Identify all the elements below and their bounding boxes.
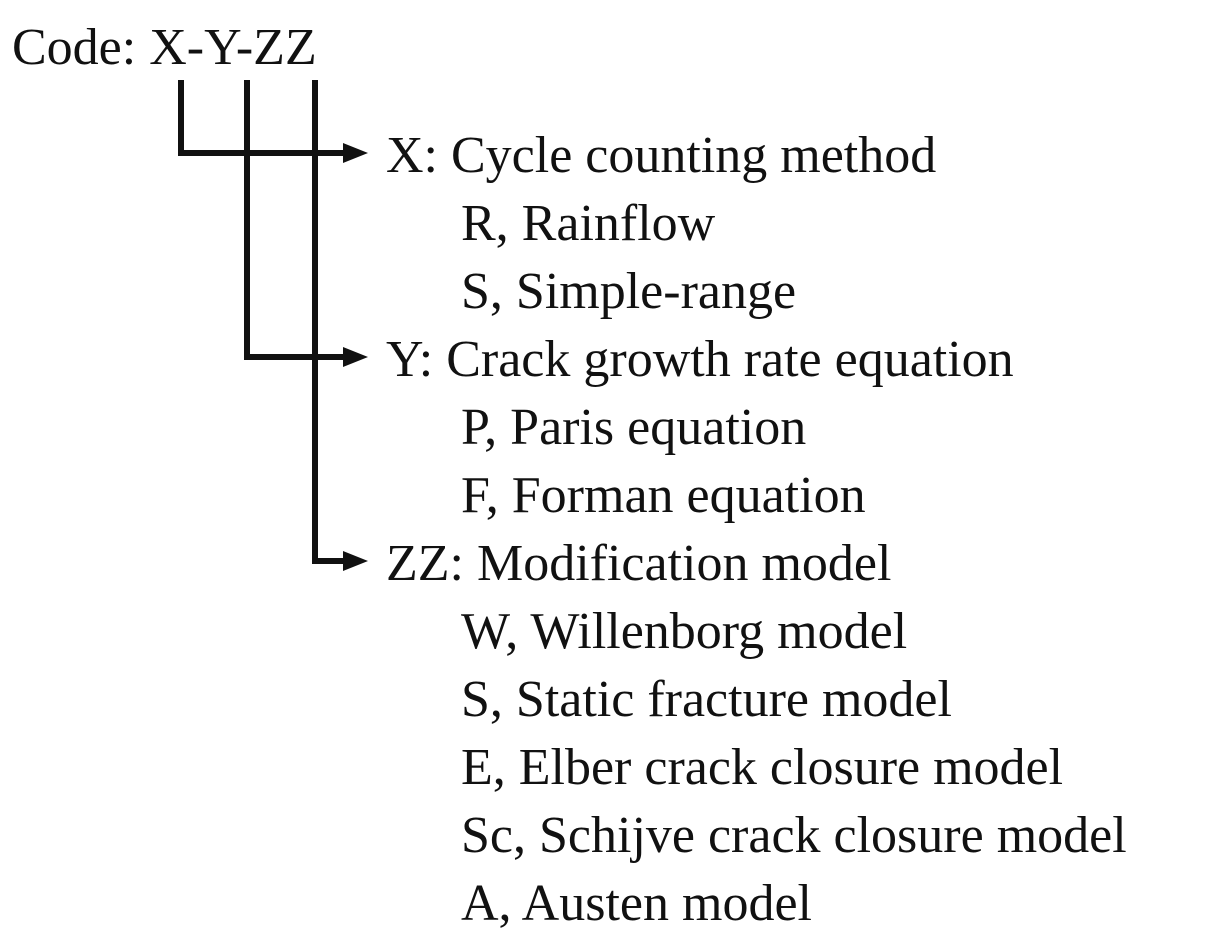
group-zz-option-willenborg: W, Willenborg model <box>461 603 908 660</box>
connector-x <box>178 80 345 156</box>
group-zz-option-elber: E, Elber crack closure model <box>461 739 1064 796</box>
group-x-option-simple-range: S, Simple-range <box>461 263 797 320</box>
connector-y <box>244 80 345 360</box>
group-zz-option-austen: A, Austen model <box>461 875 812 932</box>
group-y-option-forman: F, Forman equation <box>461 467 866 524</box>
group-x-header: X: Cycle counting method <box>386 127 937 184</box>
arrowhead-zz-icon <box>343 551 368 571</box>
group-y-option-paris: P, Paris equation <box>461 399 807 456</box>
arrowhead-x-icon <box>343 143 368 163</box>
connector-zz <box>312 80 345 564</box>
arrowhead-y-icon <box>343 347 368 367</box>
group-y-header: Y: Crack growth rate equation <box>386 331 1014 388</box>
group-zz-header: ZZ: Modification model <box>386 535 892 592</box>
group-x-option-rainflow: R, Rainflow <box>461 195 716 252</box>
code-label: Code: X-Y-ZZ <box>12 19 317 76</box>
group-zz-option-static-fracture: S, Static fracture model <box>461 671 952 728</box>
group-zz-option-schijve: Sc, Schijve crack closure model <box>461 807 1127 864</box>
